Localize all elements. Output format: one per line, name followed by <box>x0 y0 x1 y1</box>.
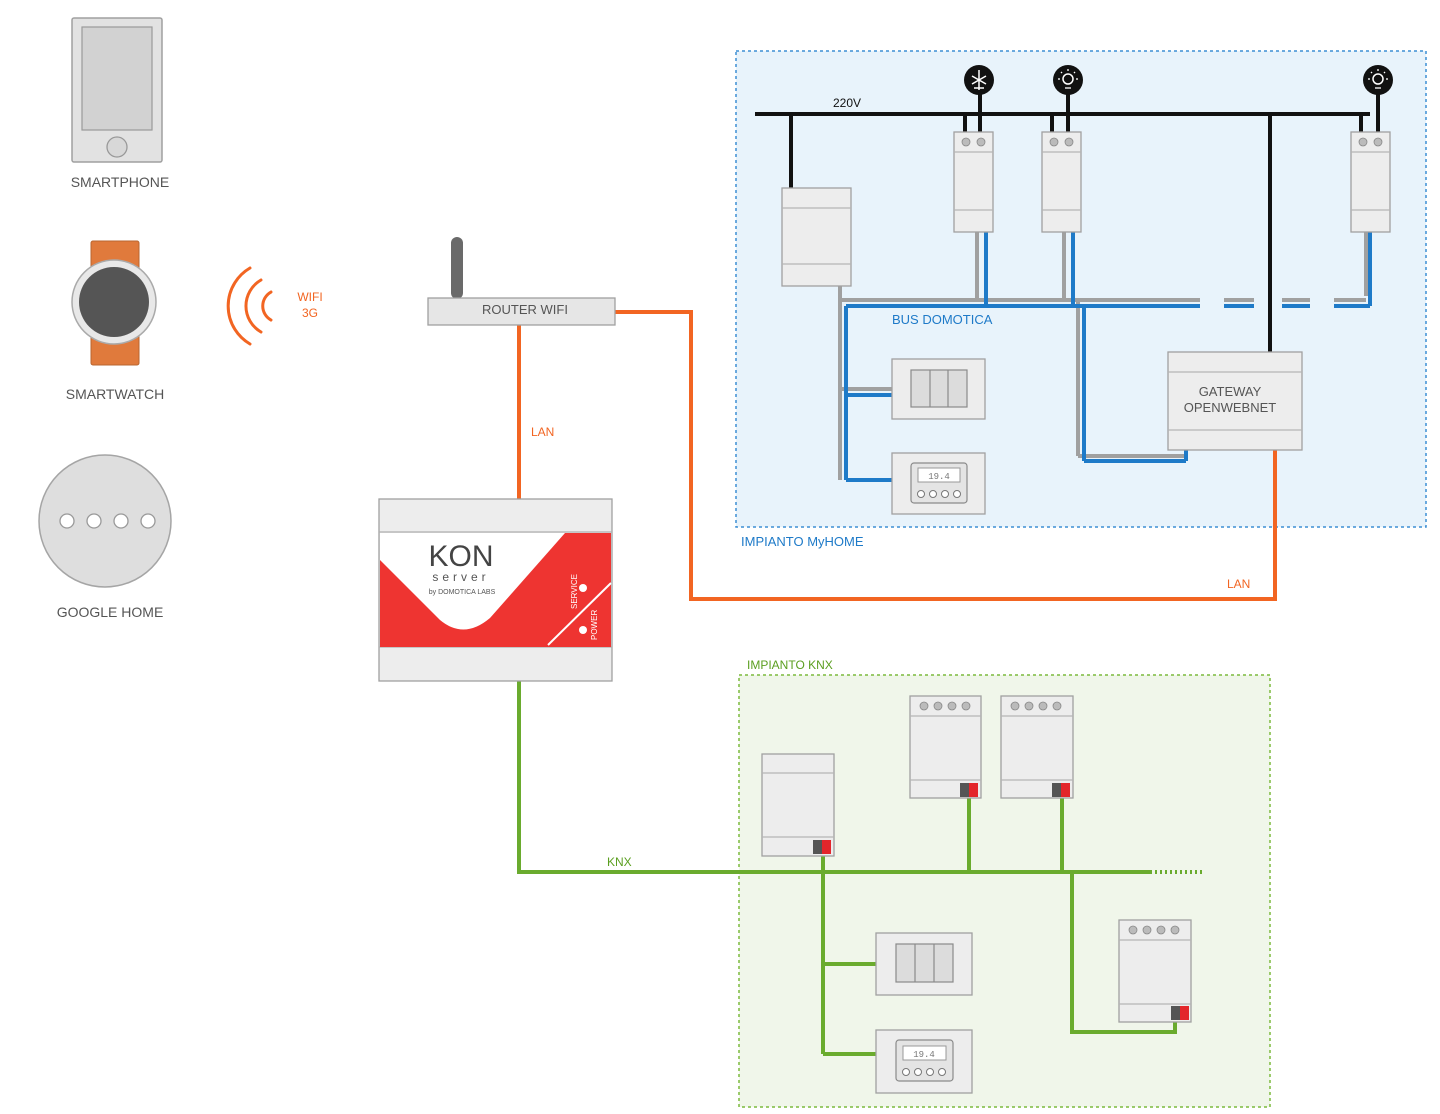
knx-lines <box>517 681 1205 1056</box>
gateway-label-line2: OPENWEBNET <box>1184 400 1277 415</box>
knx-actuator <box>909 695 982 799</box>
knx-module <box>761 753 835 857</box>
smartphone-icon <box>71 17 163 163</box>
kon-server-device <box>378 498 613 682</box>
wireless-signal-icon <box>226 266 273 346</box>
gateway-openwebnet <box>1167 351 1303 451</box>
kon-logo: KON <box>428 540 493 573</box>
lan-lines <box>517 310 1277 601</box>
knx-actuator <box>1000 695 1074 799</box>
smartwatch-label: SMARTWATCH <box>66 386 165 402</box>
gateway-label-line1: GATEWAY <box>1199 384 1262 399</box>
knx-thermostat <box>875 1029 973 1094</box>
knx-thermostat-display: 19.4 <box>913 1050 935 1060</box>
smartphone-label: SMARTPHONE <box>71 174 170 190</box>
myhome-zone <box>735 50 1427 528</box>
light-bulb-icon <box>1053 65 1083 95</box>
lamp-icon <box>964 65 994 95</box>
kon-logo-by: by DOMOTICA LABS <box>429 589 496 596</box>
myhome-zone-title: IMPIANTO MyHOME <box>741 534 864 549</box>
myhome-actuator <box>953 131 994 233</box>
smartwatch-icon <box>71 240 157 366</box>
lan-label-top: LAN <box>531 425 554 439</box>
myhome-thermostat-display: 19.4 <box>928 472 950 482</box>
knx-actuator <box>1118 919 1192 1023</box>
myhome-thermostat <box>891 452 986 515</box>
myhome-power-supply <box>781 187 852 287</box>
knx-zone-title: IMPIANTO KNX <box>747 658 833 672</box>
bus-label: BUS DOMOTICA <box>892 312 993 327</box>
google-home-label: GOOGLE HOME <box>57 604 164 620</box>
kon-power-label: POWER <box>590 610 599 640</box>
knx-switch-panel <box>875 932 973 996</box>
voltage-label: 220V <box>833 96 861 110</box>
power-lines <box>755 94 1380 352</box>
myhome-switch-panel <box>891 358 986 420</box>
bus-lines <box>838 232 1372 482</box>
wireless-label-line1: WIFI <box>297 290 322 304</box>
lan-label-bottom: LAN <box>1227 577 1250 591</box>
google-home-icon <box>38 454 172 588</box>
knx-label: KNX <box>607 855 632 869</box>
myhome-actuator <box>1041 131 1082 233</box>
wireless-label-line2: 3G <box>302 306 318 320</box>
router-device <box>427 237 616 326</box>
kon-service-label: SERVICE <box>570 574 579 609</box>
router-label: ROUTER WIFI <box>482 302 568 317</box>
myhome-actuator <box>1350 131 1391 233</box>
light-bulb-icon <box>1363 65 1393 95</box>
kon-logo-sub: server <box>432 570 489 584</box>
